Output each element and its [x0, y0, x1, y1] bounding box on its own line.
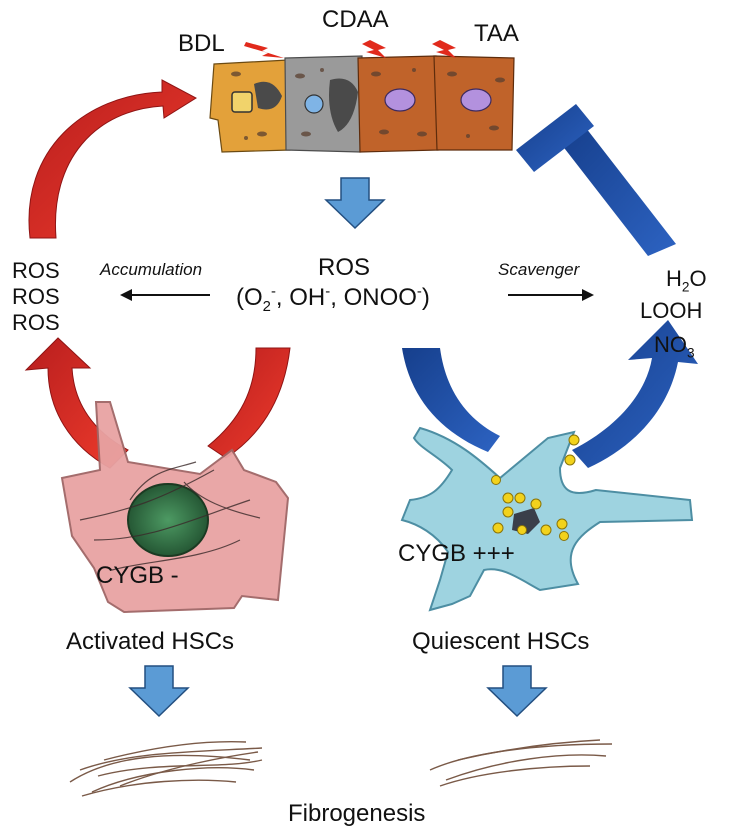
- activated-fibrils: [79, 461, 261, 571]
- species-oh: , OH: [275, 284, 326, 311]
- cygb-positive-label: CYGB +++: [398, 540, 515, 567]
- h2o-h: H: [666, 266, 682, 291]
- ros-stack-2: ROS: [12, 284, 60, 309]
- red-feedback-arrow: [28, 79, 198, 239]
- taa-label: TAA: [474, 20, 519, 47]
- hepatocyte-panel: [209, 55, 515, 153]
- accumulation-arrowhead: [120, 289, 132, 301]
- quiescent-cell-body: [400, 426, 694, 612]
- nucleus-cdaa: [384, 88, 416, 112]
- blue-output-arrow: [572, 320, 698, 468]
- o2-superscript: -: [270, 284, 276, 300]
- cdaa-label: CDAA: [322, 6, 389, 33]
- o2-subscript: 2: [262, 298, 271, 315]
- down-arrow-icon: [486, 665, 548, 718]
- blue-uptake-arrow: [402, 348, 500, 452]
- inhibition-bar: [558, 128, 676, 256]
- lightning-icon: [362, 40, 386, 58]
- oh-superscript: -: [325, 284, 331, 300]
- no3-no: NO: [654, 332, 687, 357]
- species-close: ): [421, 284, 430, 311]
- quiescent-hsc: [400, 426, 694, 612]
- quiescent-hscs-label: Quiescent HSCs: [412, 628, 590, 655]
- looh-label: LOOH: [640, 298, 703, 323]
- lightning-icon: [432, 40, 456, 58]
- fibers-activated: [69, 741, 263, 797]
- h2o-o: O: [689, 266, 707, 291]
- no3-subscript: 3: [687, 345, 695, 361]
- ros-stack-3: ROS: [12, 310, 60, 335]
- lipid-droplets: [491, 434, 580, 541]
- h2o-subscript: 2: [681, 279, 690, 295]
- down-arrow-icon: [128, 665, 190, 718]
- onoo-superscript: -: [416, 284, 422, 300]
- nucleus-bdl: [231, 91, 253, 113]
- scavenger-label: Scavenger: [498, 260, 580, 279]
- down-arrow-icon: [324, 177, 386, 230]
- cygb-negative-label: CYGB -: [96, 562, 179, 589]
- lightning-icon: [244, 42, 284, 58]
- bdl-label: BDL: [178, 30, 225, 57]
- inhibition-bar-cap: [516, 104, 594, 172]
- ros-center-title: ROS: [318, 254, 371, 281]
- red-release-arrow: [207, 347, 291, 459]
- fibrogenesis-label: Fibrogenesis: [288, 800, 426, 827]
- species-open: (O: [236, 284, 263, 311]
- damage-hole: [254, 81, 282, 110]
- no3-label: NO3: [654, 332, 695, 360]
- activated-hsc: [60, 401, 290, 614]
- ros-stack-1: ROS: [12, 258, 60, 283]
- fibers-quiescent: [429, 739, 613, 787]
- nucleus-gray: [304, 94, 324, 114]
- activated-hscs-label: Activated HSCs: [66, 628, 235, 655]
- activated-nucleus: [127, 483, 209, 557]
- damage-hole: [329, 78, 358, 132]
- scavenger-arrowhead: [582, 289, 594, 301]
- species-onoo: , ONOO: [330, 284, 417, 311]
- nucleus-taa: [460, 88, 492, 112]
- h2o-label: H2O: [666, 266, 707, 294]
- ros-species: (O2-, OH-, ONOO-): [236, 284, 430, 315]
- accumulation-label: Accumulation: [100, 260, 203, 279]
- organelles: [231, 68, 505, 140]
